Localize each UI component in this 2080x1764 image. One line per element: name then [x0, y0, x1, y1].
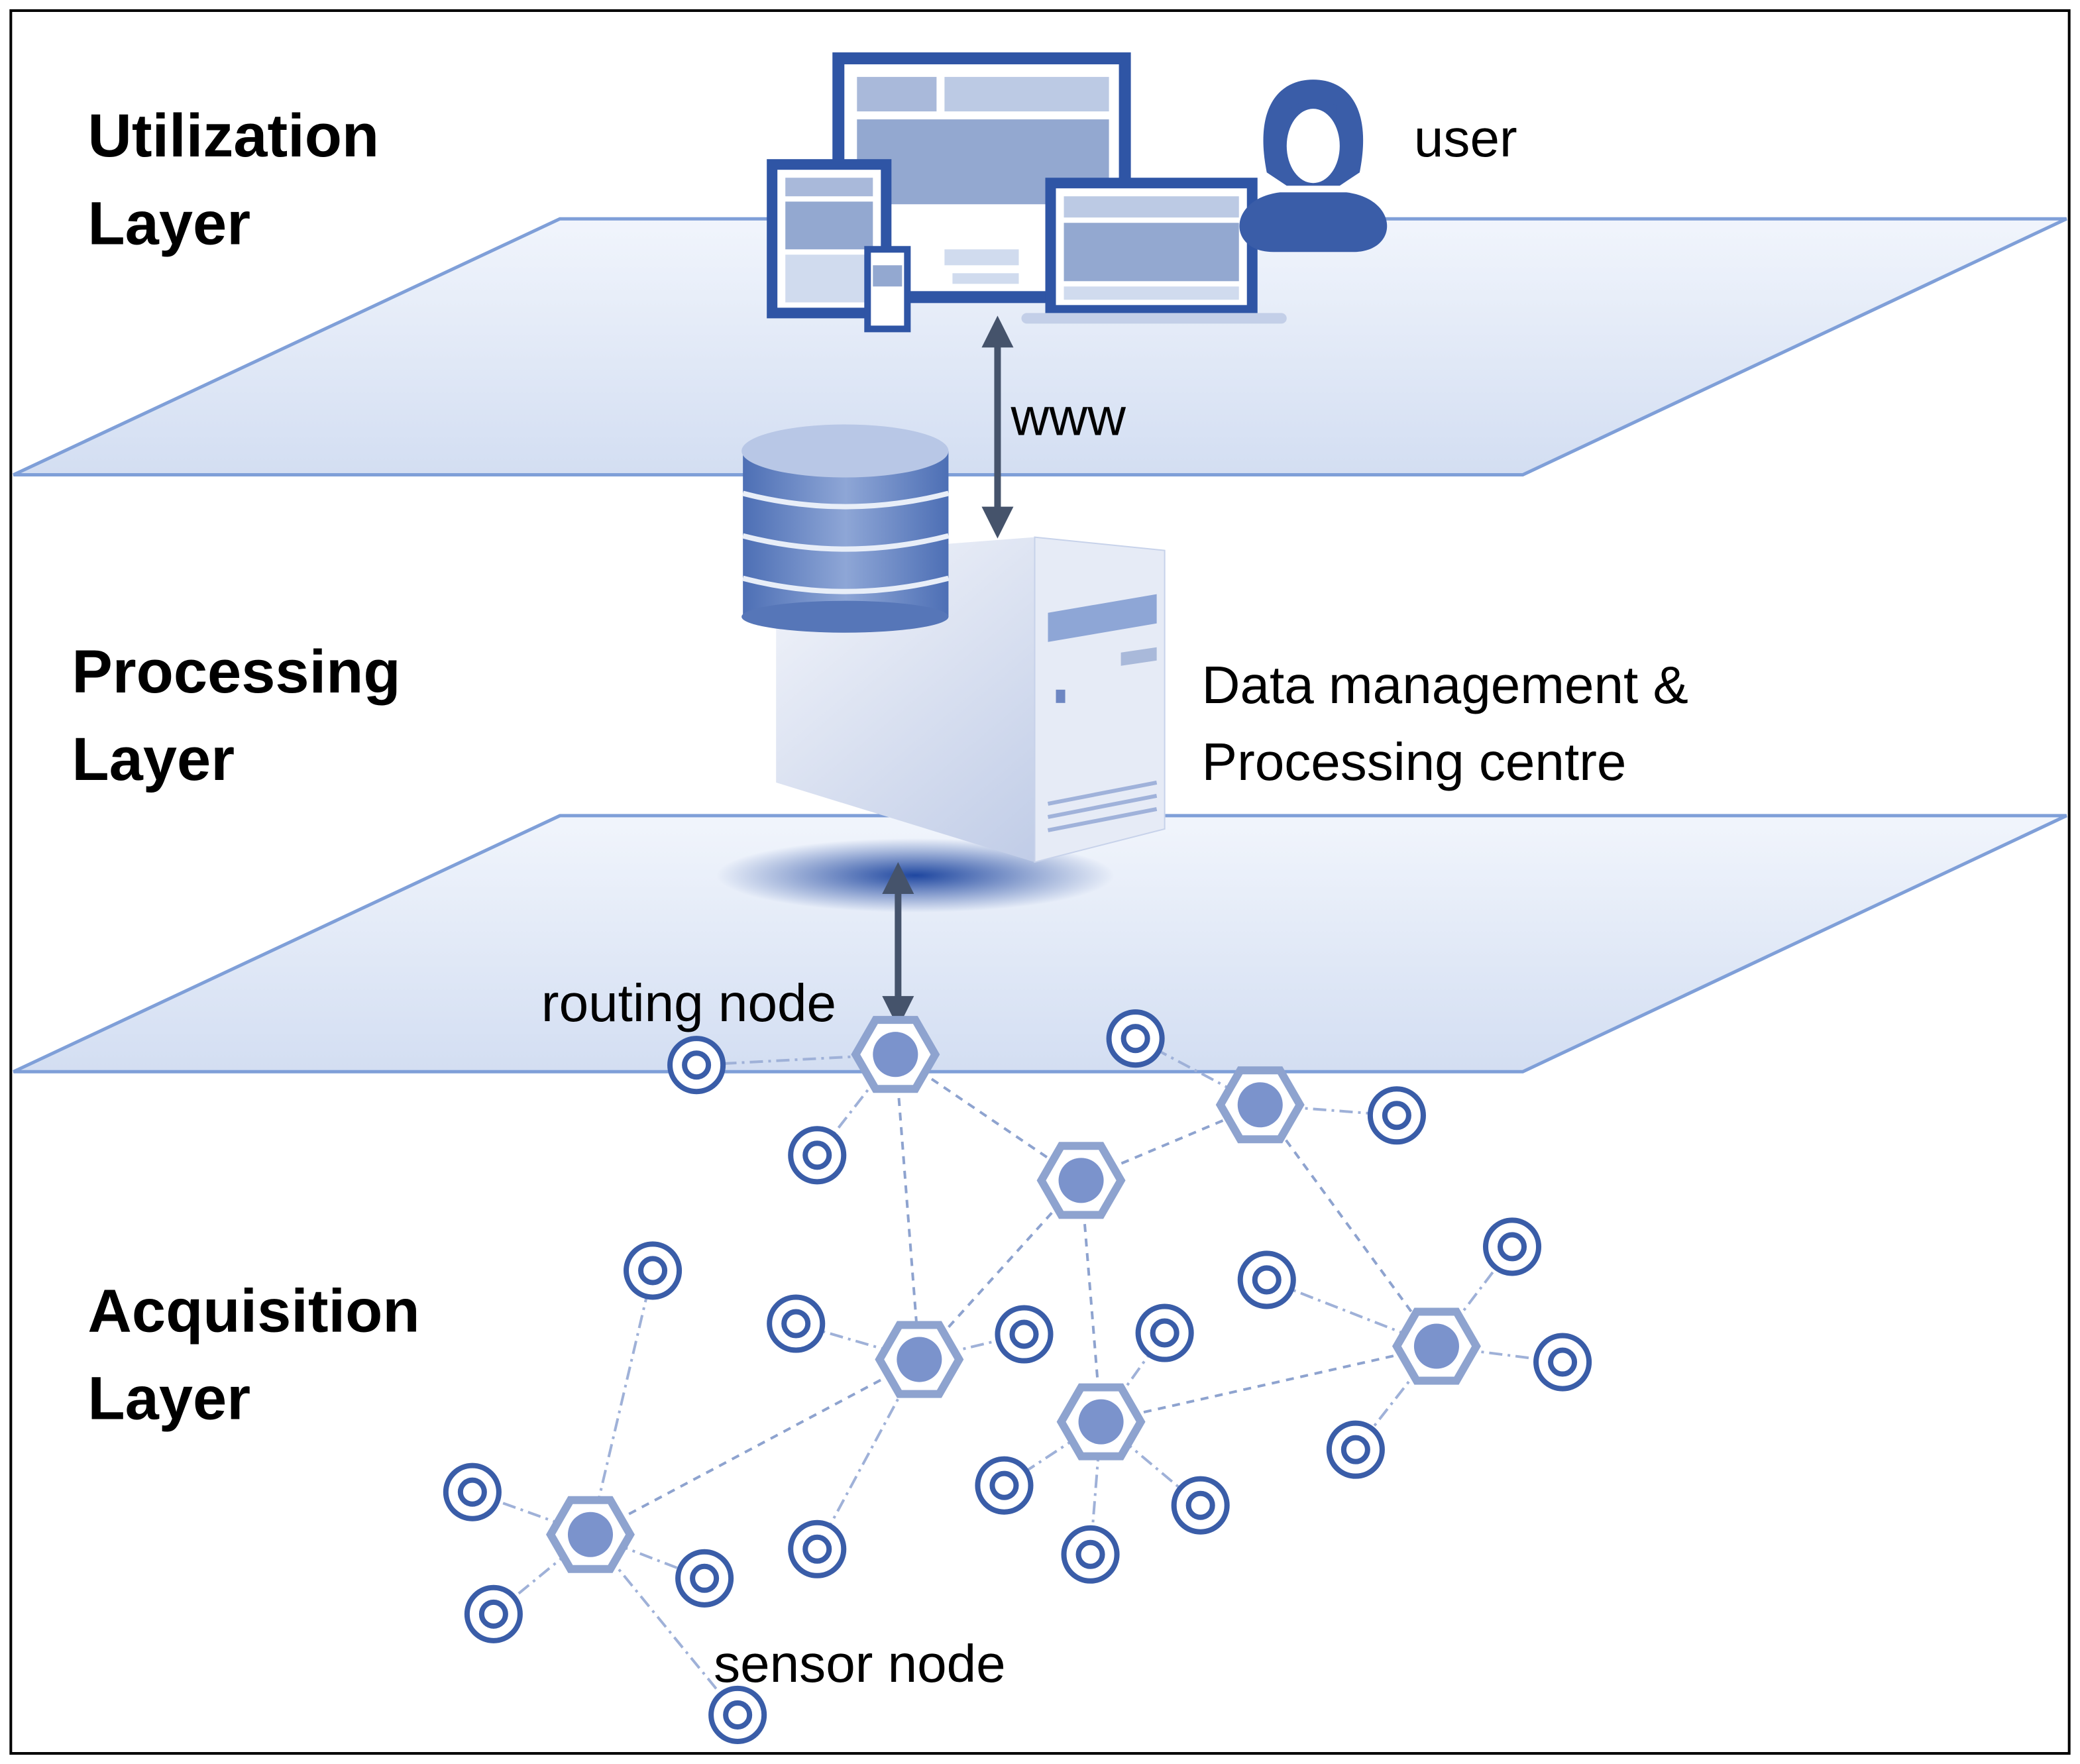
routing-node-core: [873, 1032, 918, 1077]
routing-node-core: [1413, 1323, 1459, 1369]
sensor-node-core: [989, 1470, 1019, 1500]
acquisition-layer-label-1: Acquisition: [87, 1277, 419, 1345]
sensor-node-core: [1121, 1024, 1150, 1054]
sensor-node-label: sensor node: [714, 1634, 1006, 1693]
routing-node-core: [567, 1512, 614, 1557]
routing-link: [1079, 1180, 1103, 1422]
sensor-node: [1483, 1217, 1542, 1276]
sensor-node-core: [1150, 1318, 1179, 1348]
sensor-node-core: [457, 1477, 487, 1507]
sensor-node-core: [1075, 1539, 1105, 1569]
sensor-node: [708, 1685, 767, 1744]
routing-link: [1259, 1104, 1438, 1347]
sensor-node-core: [802, 1140, 832, 1170]
sensor-node-core: [690, 1563, 720, 1593]
sensor-node: [1237, 1250, 1296, 1309]
sensor-node: [464, 1584, 523, 1643]
sensor-node-core: [1009, 1319, 1039, 1349]
phone-icon: [864, 246, 911, 333]
routing-node-core: [1078, 1399, 1124, 1445]
routing-node-core: [1058, 1158, 1104, 1203]
sensor-node: [788, 1126, 847, 1185]
sensor-node-core: [1382, 1101, 1411, 1130]
routing-node-label: routing node: [541, 973, 836, 1032]
routing-node-core: [1237, 1082, 1283, 1128]
sensor-node-core: [1185, 1490, 1215, 1520]
sensor-node: [1367, 1086, 1426, 1145]
sensor-node: [1061, 1525, 1120, 1584]
sensor-network: [443, 1009, 1592, 1744]
processing-plane: [13, 814, 2067, 1074]
sensor-node: [975, 1456, 1034, 1515]
server-icon: [716, 536, 1166, 913]
sensor-link: [589, 1270, 655, 1535]
diagram-border: [9, 9, 2071, 1755]
sensor-node: [624, 1241, 683, 1300]
processing-layer-label-1: Processing: [72, 637, 400, 706]
sensor-node: [1106, 1009, 1165, 1068]
sensor-node: [1326, 1420, 1385, 1479]
user-label: user: [1414, 109, 1517, 168]
sensor-node-core: [638, 1256, 668, 1286]
sensor-node: [767, 1294, 826, 1353]
routing-arrow: [882, 861, 914, 1028]
routing-link: [918, 1179, 1083, 1360]
sensor-node: [1533, 1333, 1592, 1392]
www-label: www: [1010, 387, 1126, 446]
sensor-node-core: [1341, 1435, 1370, 1464]
user-icon: [1239, 80, 1388, 252]
sensor-node-core: [1548, 1347, 1578, 1377]
utilization-layer-label-1: Utilization: [87, 101, 379, 170]
sensor-node: [1171, 1476, 1230, 1535]
data-centre-label-2: Processing centre: [1202, 732, 1627, 791]
sensor-node-core: [781, 1309, 811, 1339]
sensor-node: [675, 1549, 734, 1608]
routing-node-core: [897, 1337, 942, 1382]
sensor-node-core: [802, 1534, 832, 1564]
sensor-node-core: [1252, 1265, 1282, 1295]
sensor-node-core: [1498, 1232, 1527, 1262]
sensor-node-core: [723, 1700, 753, 1730]
database-icon: [741, 424, 950, 633]
sensor-node: [788, 1519, 847, 1578]
routing-link: [894, 1054, 921, 1360]
processing-layer-label-2: Layer: [72, 725, 235, 793]
utilization-layer-label-2: Layer: [87, 189, 250, 257]
data-centre-label-1: Data management &: [1202, 655, 1688, 714]
sensor-node: [1135, 1303, 1194, 1362]
acquisition-layer-label-2: Layer: [87, 1364, 250, 1433]
sensor-node-core: [682, 1050, 712, 1080]
utilization-plane: [13, 217, 2067, 477]
www-arrow: [981, 315, 1014, 539]
routing-link: [590, 1358, 920, 1536]
sensor-node: [667, 1036, 726, 1095]
sensor-node: [443, 1462, 502, 1521]
sensor-node: [995, 1305, 1054, 1364]
devices-icon: [767, 52, 1287, 333]
sensor-node-core: [478, 1599, 508, 1629]
